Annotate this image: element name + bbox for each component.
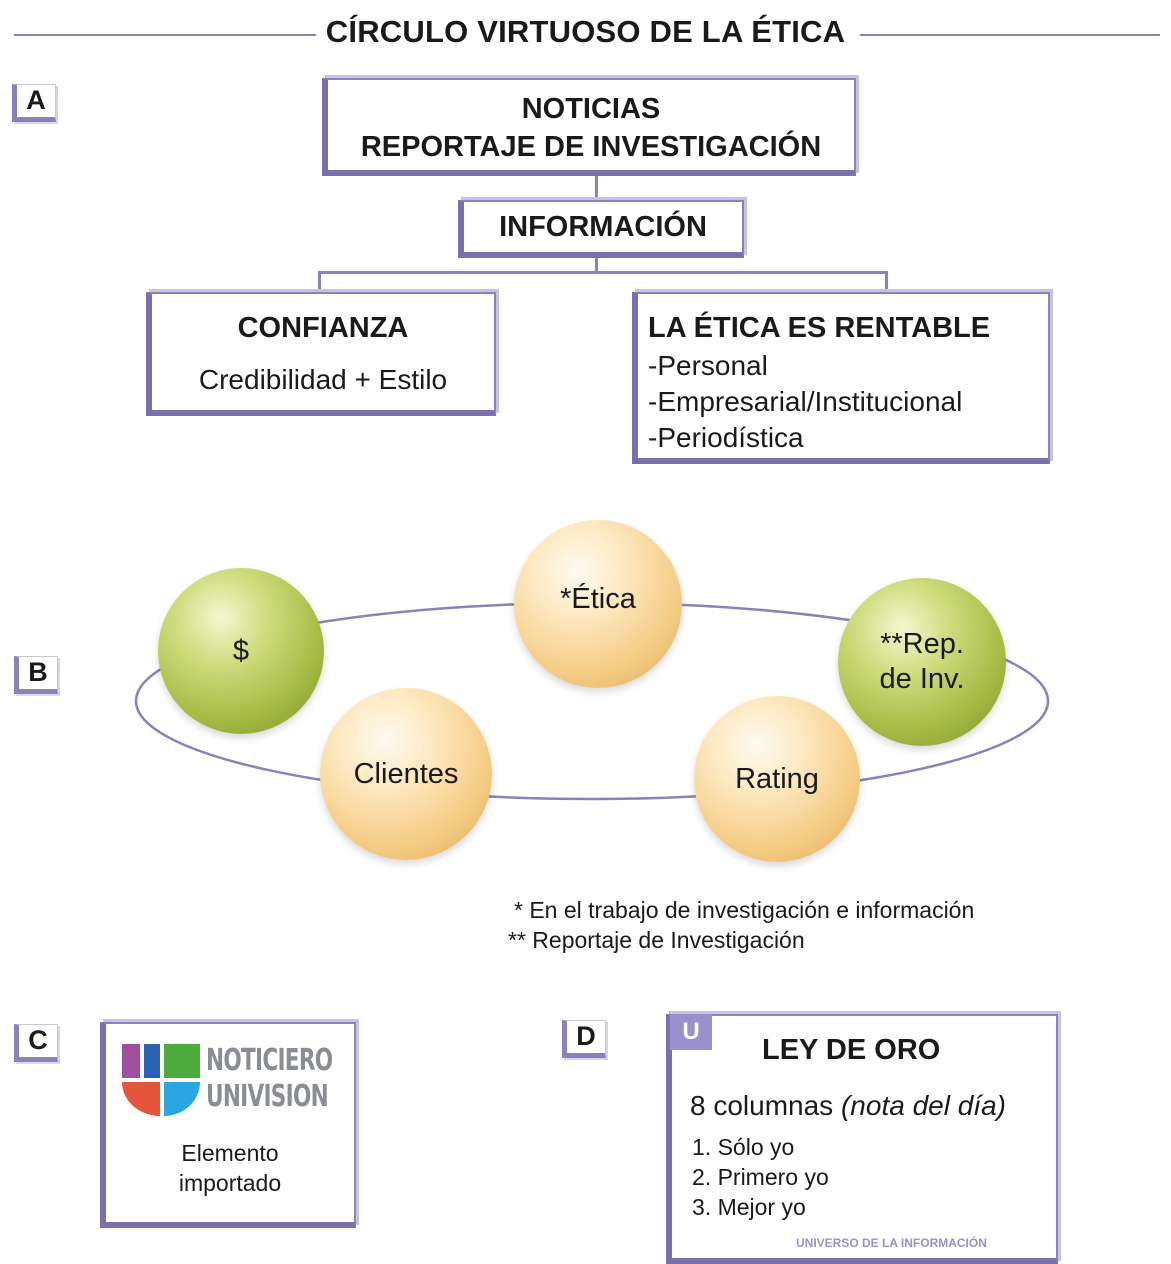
rating-label: Rating xyxy=(735,762,819,795)
connector-top-info xyxy=(595,172,598,204)
confianza-body: Credibilidad + Estilo xyxy=(198,364,448,395)
list-item: 2. Primero yo xyxy=(692,1164,829,1190)
informacion-box: INFORMACIÓN xyxy=(458,200,744,258)
reportaje-label-line1: **Rep. xyxy=(880,628,964,660)
section-label-b: B xyxy=(14,656,58,694)
logo-text-line2: UNIVISION xyxy=(206,1079,329,1114)
rentable-item: -Periodística xyxy=(648,422,804,453)
ley-de-oro-footer: UNIVERSO DE LA INFORMACIÓN xyxy=(796,1236,987,1250)
section-label-d: D xyxy=(562,1020,606,1058)
etica-label: *Ética xyxy=(560,582,636,615)
etica-sphere: *Ética xyxy=(514,520,682,688)
footnote-2: ** Reportaje de Investigación xyxy=(508,927,805,953)
ley-de-oro-subtitle: 8 columnas (nota del día) xyxy=(690,1090,1006,1122)
rentable-item: -Personal xyxy=(648,350,768,381)
connector-right-drop xyxy=(885,271,888,295)
logo-caption-line1: Elemento xyxy=(181,1140,279,1166)
noticias-line2: REPORTAJE DE INVESTIGACIÓN xyxy=(360,131,822,163)
logo-text-line1: NOTICIERO xyxy=(206,1043,333,1078)
subtitle-note: (nota del día) xyxy=(840,1090,1006,1121)
noticias-line1: NOTICIAS xyxy=(521,93,661,125)
informacion-label: INFORMACIÓN xyxy=(499,211,707,243)
rating-sphere: Rating xyxy=(694,696,860,862)
section-label-a: A xyxy=(12,84,56,122)
section-label-c: C xyxy=(14,1024,58,1062)
title-rule-right xyxy=(860,34,1160,36)
ley-de-oro-heading: LEY DE ORO xyxy=(762,1034,941,1066)
logo-caption-line2: importado xyxy=(178,1170,282,1196)
title-rule-left xyxy=(14,34,324,36)
clientes-sphere: Clientes xyxy=(320,688,492,860)
rentable-item: -Empresarial/Institucional xyxy=(648,386,963,417)
ley-de-oro-list: 1. Sólo yo 2. Primero yo 3. Mejor yo xyxy=(692,1132,829,1222)
money-label: $ xyxy=(232,634,250,667)
rentable-box: LA ÉTICA ES RENTABLE -Personal -Empresar… xyxy=(632,292,1050,464)
ley-de-oro-box xyxy=(666,1014,1058,1264)
list-item: 3. Mejor yo xyxy=(692,1194,806,1220)
univision-logo-icon xyxy=(122,1044,200,1116)
money-sphere: $ xyxy=(158,568,324,734)
diagram-title: CÍRCULO VIRTUOSO DE LA ÉTICA xyxy=(0,14,1171,50)
clientes-label: Clientes xyxy=(353,757,459,790)
confianza-box: CONFIANZA Credibilidad + Estilo xyxy=(146,292,496,416)
reportaje-sphere: **Rep. de Inv. xyxy=(838,578,1006,746)
logo-caption: Elemento importado xyxy=(130,1138,330,1198)
rentable-heading: LA ÉTICA ES RENTABLE xyxy=(648,312,991,344)
univision-box xyxy=(100,1022,356,1228)
connector-horizontal xyxy=(318,271,888,274)
u-badge: U xyxy=(670,1014,712,1050)
subtitle-main: 8 columnas xyxy=(690,1090,834,1121)
confianza-heading: CONFIANZA xyxy=(237,312,409,344)
reportaje-label-line2: de Inv. xyxy=(879,663,965,695)
noticias-box: NOTICIAS REPORTAJE DE INVESTIGACIÓN xyxy=(322,78,856,176)
connector-info-down xyxy=(595,255,598,273)
connector-left-drop xyxy=(318,271,321,295)
list-item: 1. Sólo yo xyxy=(692,1134,795,1160)
footnote-1: * En el trabajo de investigación e infor… xyxy=(514,897,975,923)
